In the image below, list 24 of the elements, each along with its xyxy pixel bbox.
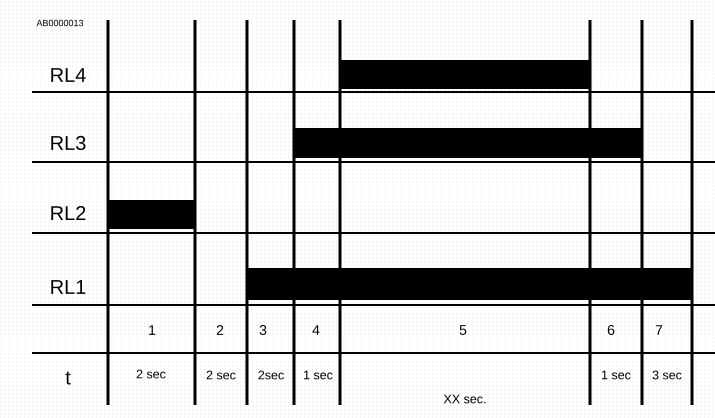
timing-bar [340,60,590,89]
period-number: 5 [460,325,466,335]
row-label: RL4 [51,68,86,82]
code-label: AB0000013 [36,20,84,26]
duration-label: 1 sec [304,370,333,380]
period-number: 6 [608,325,614,335]
duration-label: XX sec. [444,394,486,404]
duration-label: 1 sec [602,370,631,380]
period-number: 2 [216,325,224,335]
row-label: t [66,371,71,385]
row-label: RL1 [51,280,86,294]
timing-bar [247,268,692,300]
period-number: 7 [656,325,662,335]
period-number: 1 [149,325,156,335]
period-number: 4 [312,325,320,335]
timing-bar [108,200,195,229]
row-label: RL3 [51,136,86,150]
duration-label: 2sec [258,370,284,380]
duration-label: 2 sec [206,370,236,380]
duration-label: 2 sec [136,370,166,378]
duration-label: 3 sec [652,370,682,380]
period-number: 3 [260,325,266,335]
row-label: RL2 [51,206,86,220]
timing-bar [294,128,642,158]
